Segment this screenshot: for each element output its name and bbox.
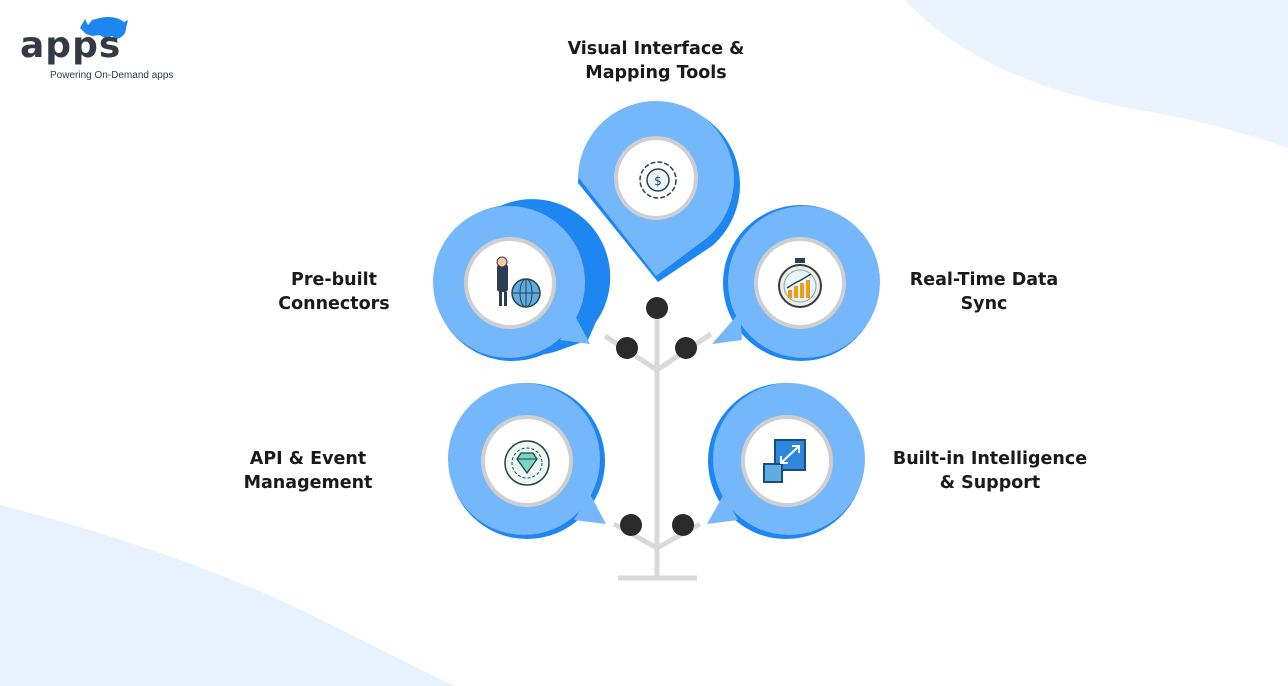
- label-line: Management: [243, 473, 373, 493]
- label-line: & Support: [939, 473, 1041, 493]
- bottom-left-wave: [0, 505, 455, 686]
- label-line: Visual Interface &: [567, 39, 745, 59]
- node-left-upper: [616, 337, 638, 359]
- pin-prebuilt-connectors: [433, 199, 611, 361]
- node-right-upper: [675, 337, 697, 359]
- pin-realtime-sync: [712, 205, 880, 361]
- logo-tagline: Powering On-Demand apps: [50, 70, 174, 81]
- label-realtime-sync: Real-Time Data Sync: [894, 268, 1074, 316]
- pin-visual-interface: $: [578, 101, 740, 282]
- businessman-globe-icon: [496, 256, 541, 308]
- pin-api-event: [448, 383, 606, 539]
- tree-nodes: [616, 297, 697, 536]
- top-right-wave: [905, 0, 1288, 148]
- diamond-target-icon: [504, 440, 550, 486]
- label-line: API & Event: [249, 449, 367, 469]
- label-line: Mapping Tools: [585, 63, 727, 83]
- logo-wordmark: apps: [20, 25, 122, 66]
- pin-builtin-intelligence: [707, 383, 865, 539]
- node-right-lower: [672, 514, 694, 536]
- rhino-icon: [80, 17, 128, 39]
- node-left-lower: [620, 514, 642, 536]
- label-line: Connectors: [278, 294, 390, 314]
- svg-text:$: $: [654, 174, 662, 188]
- label-line: Pre-built: [291, 270, 377, 290]
- logo[interactable]: apps Powering On-Demand apps: [18, 14, 198, 84]
- label-line: Built-in Intelligence: [892, 449, 1088, 469]
- label-line: Real-Time Data: [909, 270, 1059, 290]
- stopwatch-chart-icon: [778, 258, 822, 308]
- scale-arrows-icon: [763, 439, 806, 483]
- gear-dollar-icon: $: [639, 161, 677, 199]
- label-line: Sync: [960, 294, 1008, 314]
- label-builtin-intelligence: Built-in Intelligence & Support: [880, 447, 1100, 495]
- label-visual-interface: Visual Interface & Mapping Tools: [556, 37, 756, 85]
- label-api-event: API & Event Management: [218, 447, 398, 495]
- node-top: [646, 297, 668, 319]
- label-prebuilt-connectors: Pre-built Connectors: [244, 268, 424, 316]
